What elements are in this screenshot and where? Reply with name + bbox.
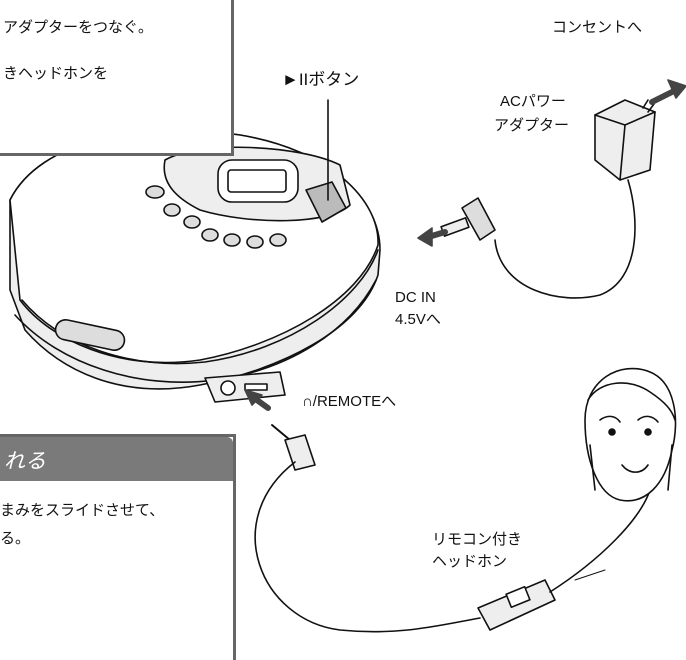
dc-plug	[440, 197, 496, 241]
ac-adapter-label-line1: ACパワー	[500, 93, 566, 110]
instruction-line-1: アダプターをつなぐ。	[3, 19, 154, 36]
headphones-label-line2: ヘッドホン	[432, 553, 508, 570]
instruction-box-bottom: れる まみをスライドさせて、 る。	[0, 434, 236, 660]
instruction-line-3: まみをスライドさせて、	[0, 502, 165, 519]
ac-adapter	[594, 99, 656, 181]
headphone-cord	[254, 461, 481, 633]
play-pause-button-shape	[305, 181, 347, 223]
earphone-cord	[549, 489, 651, 593]
headphones-label-line1: リモコン付き	[432, 531, 523, 548]
dc-in-label-line1: DC IN	[395, 289, 436, 306]
remote-jack-label: ∩/REMOTEへ	[302, 393, 397, 410]
instruction-line-2: きヘッドホンを	[3, 65, 109, 82]
outlet-label: コンセントへ	[552, 19, 643, 36]
ac-adapter-label-line2: アダプター	[494, 117, 570, 134]
person-head	[584, 367, 677, 502]
section-heading: れる	[4, 450, 46, 473]
instruction-box-top: アダプターをつなぐ。 きヘッドホンを	[0, 0, 234, 156]
section-heading-bar: れる	[0, 437, 233, 481]
dc-in-label-line2: 4.5Vへ	[395, 311, 441, 328]
cd-player	[9, 129, 381, 403]
remote-control	[477, 579, 556, 631]
play-button-label: ►IIボタン	[282, 70, 360, 89]
instruction-line-4: る。	[0, 530, 31, 547]
headphone-plug	[271, 424, 316, 471]
adapter-cord	[494, 179, 636, 299]
